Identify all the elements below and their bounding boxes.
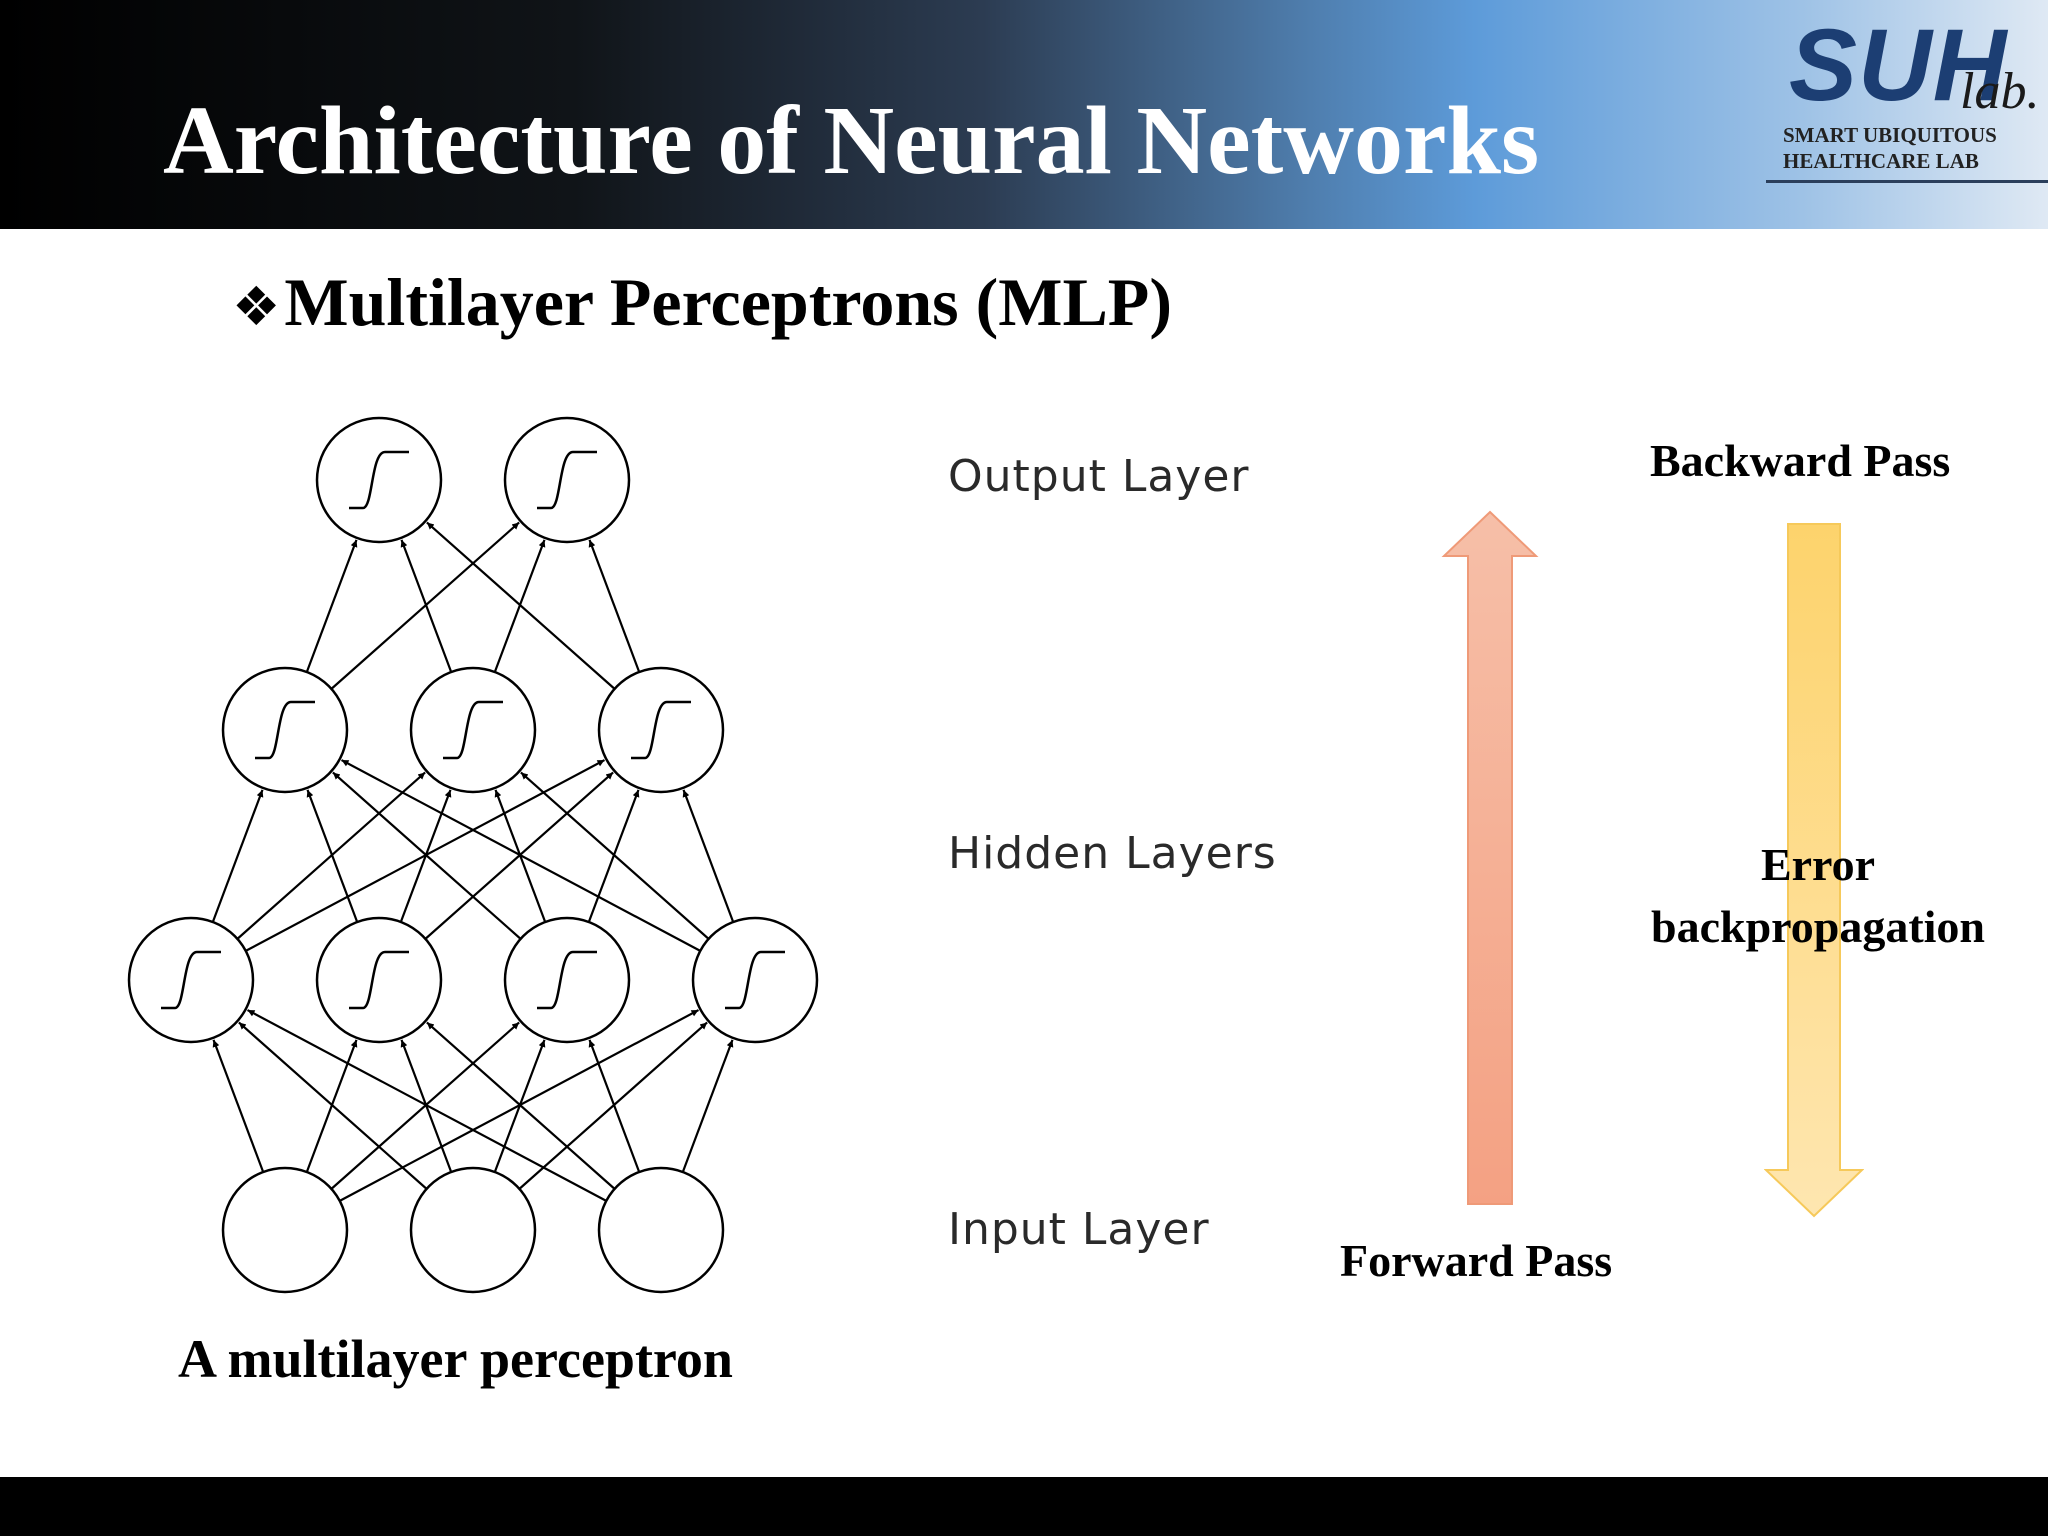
connection-arrow [246, 1009, 607, 1202]
output-node [503, 416, 631, 544]
hidden2-node [221, 666, 349, 794]
connection-arrow [681, 1039, 734, 1173]
connection-arrow [588, 1039, 641, 1173]
error-label-line1: Error [1760, 839, 1876, 890]
input-node [221, 1166, 349, 1294]
connection-arrow [238, 1021, 428, 1190]
diagram-caption: A multilayer perceptron [178, 1329, 733, 1389]
hidden1-node [127, 916, 255, 1044]
sigmoid-icon [349, 950, 409, 1010]
sigmoid-icon [537, 450, 597, 510]
hidden1-node [691, 916, 819, 1044]
sigmoid-icon [537, 950, 597, 1010]
slide-footer-bar [0, 1477, 2048, 1536]
logo-subtitle-line2: HEALTHCARE LAB [1783, 149, 1979, 173]
logo-wordmark: SUH [1789, 8, 2008, 122]
sigmoid-icon [161, 950, 221, 1010]
connection-arrow [211, 789, 264, 923]
hidden1-node [503, 916, 631, 1044]
mlp-network-diagram [127, 416, 819, 1294]
connection-arrow [588, 539, 641, 673]
section-heading: ❖Multilayer Perceptrons (MLP) [232, 268, 1172, 336]
logo-lab-script: lab. [1960, 63, 2040, 120]
forward-pass-label: Forward Pass [1340, 1235, 1613, 1286]
connection-arrow [682, 789, 735, 923]
logo-underline [1766, 180, 2048, 183]
section-heading-text: Multilayer Perceptrons (MLP) [284, 264, 1172, 340]
output-layer-label: Output Layer [948, 451, 1250, 502]
connection-arrow [400, 539, 453, 673]
input-node [409, 1166, 537, 1294]
connection-arrow [426, 521, 616, 690]
hidden-layers-label: Hidden Layers [948, 828, 1277, 879]
output-node [315, 416, 443, 544]
connection-arrow [305, 539, 358, 673]
hidden2-node [597, 666, 725, 794]
connection-arrow [332, 771, 522, 940]
sigmoid-icon [255, 700, 315, 760]
connection-arrow [520, 771, 710, 940]
sigmoid-icon [631, 700, 691, 760]
error-backpropagation-label: Error backpropagation [1600, 834, 2036, 958]
suh-lab-logo: SUH lab. SMART UBIQUITOUS HEALTHCARE LAB [1762, 10, 2048, 190]
sigmoid-icon [349, 450, 409, 510]
slide-header: Architecture of Neural Networks SUH lab.… [0, 0, 2048, 229]
input-layer-label: Input Layer [948, 1204, 1210, 1255]
backward-pass-label: Backward Pass [1650, 435, 1951, 486]
slide-title: Architecture of Neural Networks [163, 87, 1540, 195]
connection-arrow [426, 1021, 616, 1190]
error-label-line2: backpropagation [1650, 901, 1986, 952]
logo-subtitle: SMART UBIQUITOUS HEALTHCARE LAB [1783, 122, 1997, 174]
sigmoid-icon [725, 950, 785, 1010]
logo-subtitle-line1: SMART UBIQUITOUS [1783, 123, 1997, 147]
forward-pass-arrow [1441, 510, 1539, 1205]
backward-pass-arrow [1764, 523, 1864, 1218]
hidden1-node [315, 916, 443, 1044]
connection-arrow [340, 759, 701, 952]
sigmoid-icon [443, 700, 503, 760]
connection-arrow [306, 789, 359, 923]
connection-arrow [212, 1039, 265, 1173]
diamond-bullet-icon: ❖ [232, 275, 281, 338]
hidden2-node [409, 666, 537, 794]
input-node [597, 1166, 725, 1294]
